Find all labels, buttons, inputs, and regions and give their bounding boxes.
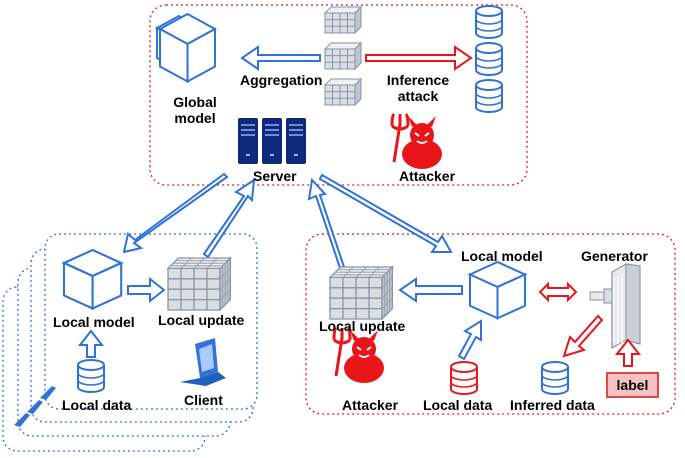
generator-to-inferred-arrow (562, 314, 604, 358)
client-laptop-icon (180, 338, 226, 386)
server-label: Server (253, 168, 297, 184)
aggregation-arrow (240, 45, 321, 71)
attacker-local-data-db-icon (450, 361, 478, 395)
server-update-grid-3-icon (324, 78, 362, 106)
inference-arrow (365, 45, 473, 71)
attacker-region-box (305, 233, 676, 415)
label-box: label (606, 372, 659, 398)
inferred-db-2-icon (475, 42, 503, 76)
client-attacker-devil-icon (332, 326, 386, 385)
attacker-local-model-label: Local model (461, 248, 543, 264)
inferred-data-label: Inferred data (510, 397, 595, 413)
client-local-update-grid-icon (167, 257, 232, 311)
generator-label: Generator (581, 248, 648, 264)
aggregation-label: Aggregation (240, 72, 323, 88)
client-attacker-label: Attacker (342, 397, 399, 413)
client-local-update-label: Local update (158, 312, 245, 328)
label-to-generator-arrow (614, 338, 642, 367)
server-attacker-label: Attacker (399, 168, 456, 184)
generator-panel-icon (589, 263, 641, 350)
attacker-update-to-server-arrow (307, 177, 346, 270)
model-generator-double-arrow (538, 281, 578, 303)
server-rack-icon (238, 118, 306, 164)
attacker-local-update-label: Local update (319, 318, 406, 334)
server-attacker-devil-icon (390, 112, 444, 171)
global-model-cube-icon (157, 12, 218, 84)
stacked-laptop-icons (14, 386, 56, 427)
attacker-local-update-grid-icon (329, 266, 394, 320)
inferred-db-1-icon (475, 5, 503, 39)
inferred-db-3-icon (475, 79, 503, 113)
server-update-grid-2-icon (324, 42, 362, 70)
client-update-to-server-arrow (202, 177, 256, 259)
client-local-model-label: Local model (53, 314, 135, 330)
client-local-data-label: Local data (62, 397, 132, 413)
client-local-data-db-icon (77, 359, 105, 393)
inferred-data-db-icon (541, 361, 569, 395)
attacker-model-to-update-arrow (398, 277, 463, 303)
attacker-local-model-cube-icon (467, 260, 528, 320)
attacker-data-to-model-arrow (457, 319, 482, 361)
client-label: Client (184, 392, 223, 408)
client-local-model-cube-icon (61, 248, 124, 311)
client-model-to-update-arrow (127, 276, 166, 304)
client-data-to-model-arrow (77, 329, 105, 358)
inference-attack-label: Inference attack (386, 72, 450, 104)
attacker-local-data-label: Local data (423, 397, 493, 413)
server-to-attacker-model-arrow (318, 173, 453, 253)
server-update-grid-1-icon (324, 6, 362, 34)
server-to-client-arrow (122, 172, 229, 254)
global-model-label: Global model (173, 94, 217, 126)
